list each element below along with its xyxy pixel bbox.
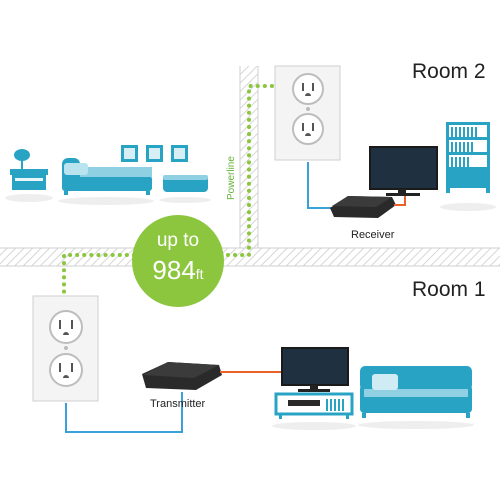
badge-line1: up to <box>156 230 200 251</box>
wall-outlet-room1 <box>32 295 99 402</box>
powerline-label: Powerline <box>226 156 237 200</box>
sofa-room1 <box>358 366 474 429</box>
room2-label: Room 2 <box>412 60 486 83</box>
transmitter-label: Transmitter <box>150 398 206 410</box>
receiver-device <box>330 196 396 218</box>
badge-number: 984 <box>152 255 196 285</box>
room2-furniture <box>5 145 211 205</box>
badge-unit: ft <box>195 266 204 282</box>
distance-badge: up to 984ft <box>132 215 224 307</box>
tv-room2 <box>369 146 438 196</box>
powerline-path <box>62 84 274 297</box>
badge-value: 984ft <box>132 255 224 286</box>
tv-room1 <box>281 347 349 392</box>
receiver-label: Receiver <box>351 229 395 241</box>
cable-room1 <box>65 392 183 433</box>
bookshelf <box>440 122 496 211</box>
transmitter-device <box>142 362 222 390</box>
wall-outlet-room2 <box>274 65 341 161</box>
cable-room2 <box>307 162 340 209</box>
room1-label: Room 1 <box>412 278 486 301</box>
tv-stand <box>272 392 356 430</box>
floor-divider <box>0 248 500 266</box>
cable-room2-hdmi <box>394 192 406 206</box>
